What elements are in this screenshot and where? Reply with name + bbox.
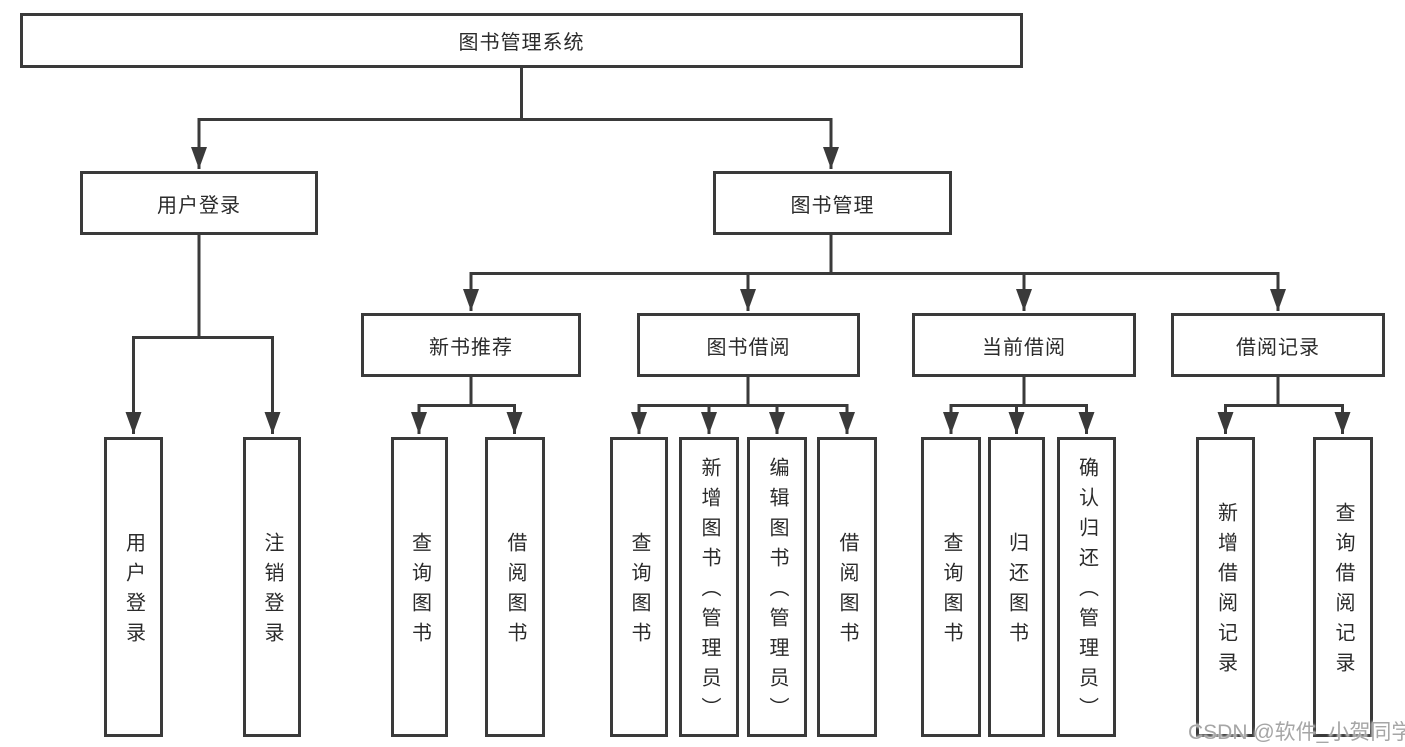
node-user-login: 用户登录 (80, 171, 318, 235)
node-label: 新增图书（管理员） (698, 457, 720, 727)
leaf-query-books-recommend: 查询图书 (391, 437, 448, 737)
node-label: 用户登录 (122, 532, 145, 652)
leaf-query-borrow-record: 查询借阅记录 (1313, 437, 1373, 737)
node-label: 确认归还（管理员） (1075, 457, 1098, 727)
node-label: 图书借阅 (706, 336, 791, 359)
node-label: 借阅记录 (1236, 336, 1320, 359)
node-label: 查询图书 (408, 532, 431, 652)
connector-root-bus (199, 68, 831, 121)
node-label: 新增借阅记录 (1214, 502, 1237, 682)
connector-current-borrow-bus (951, 377, 1087, 407)
leaf-add-borrow-record: 新增借阅记录 (1196, 437, 1255, 737)
node-label: 查询图书 (940, 532, 962, 652)
leaf-confirm-return-admin: 确认归还（管理员） (1057, 437, 1116, 737)
node-label: 归还图书 (1005, 532, 1028, 652)
connector-book-borrow-bus (639, 377, 847, 407)
node-book-borrowing: 图书借阅 (637, 313, 860, 377)
connector-new-book-rec-bus (419, 377, 515, 407)
node-label: 新书推荐 (429, 336, 513, 359)
node-label: 注销登录 (261, 532, 283, 652)
leaf-query-books-current: 查询图书 (921, 437, 981, 737)
watermark: CSDN @软件_小贺同学 (1188, 721, 1405, 744)
node-label: 查询图书 (628, 532, 650, 652)
node-borrowing-records: 借阅记录 (1171, 313, 1385, 377)
leaf-edit-book-admin: 编辑图书（管理员） (747, 437, 807, 737)
node-label: 借阅图书 (836, 532, 858, 652)
leaf-borrow-books-recommend: 借阅图书 (485, 437, 545, 737)
connector-user-login-bus (133, 235, 273, 339)
connector-book-mgmt-bus (471, 235, 1278, 275)
leaf-add-book-admin: 新增图书（管理员） (679, 437, 739, 737)
node-label: 当前借阅 (982, 336, 1066, 359)
node-label: 查询借阅记录 (1332, 502, 1354, 682)
node-book-management: 图书管理 (713, 171, 952, 235)
node-label: 编辑图书（管理员） (766, 457, 788, 727)
node-label: 图书管理系统 (458, 32, 585, 54)
node-label: 图书管理 (790, 194, 875, 217)
leaf-user-login: 用户登录 (104, 437, 163, 737)
connector-borrow-records-bus (1225, 377, 1343, 407)
node-label: 用户登录 (157, 194, 241, 217)
node-new-book-recommendation: 新书推荐 (361, 313, 581, 377)
node-label: 借阅图书 (504, 532, 526, 652)
leaf-logout: 注销登录 (243, 437, 301, 737)
leaf-return-book: 归还图书 (988, 437, 1045, 737)
leaf-query-books-borrowing: 查询图书 (610, 437, 668, 737)
node-library-management-system: 图书管理系统 (20, 13, 1023, 68)
node-current-borrowing: 当前借阅 (912, 313, 1136, 377)
leaf-borrow-books-borrowing: 借阅图书 (817, 437, 877, 737)
